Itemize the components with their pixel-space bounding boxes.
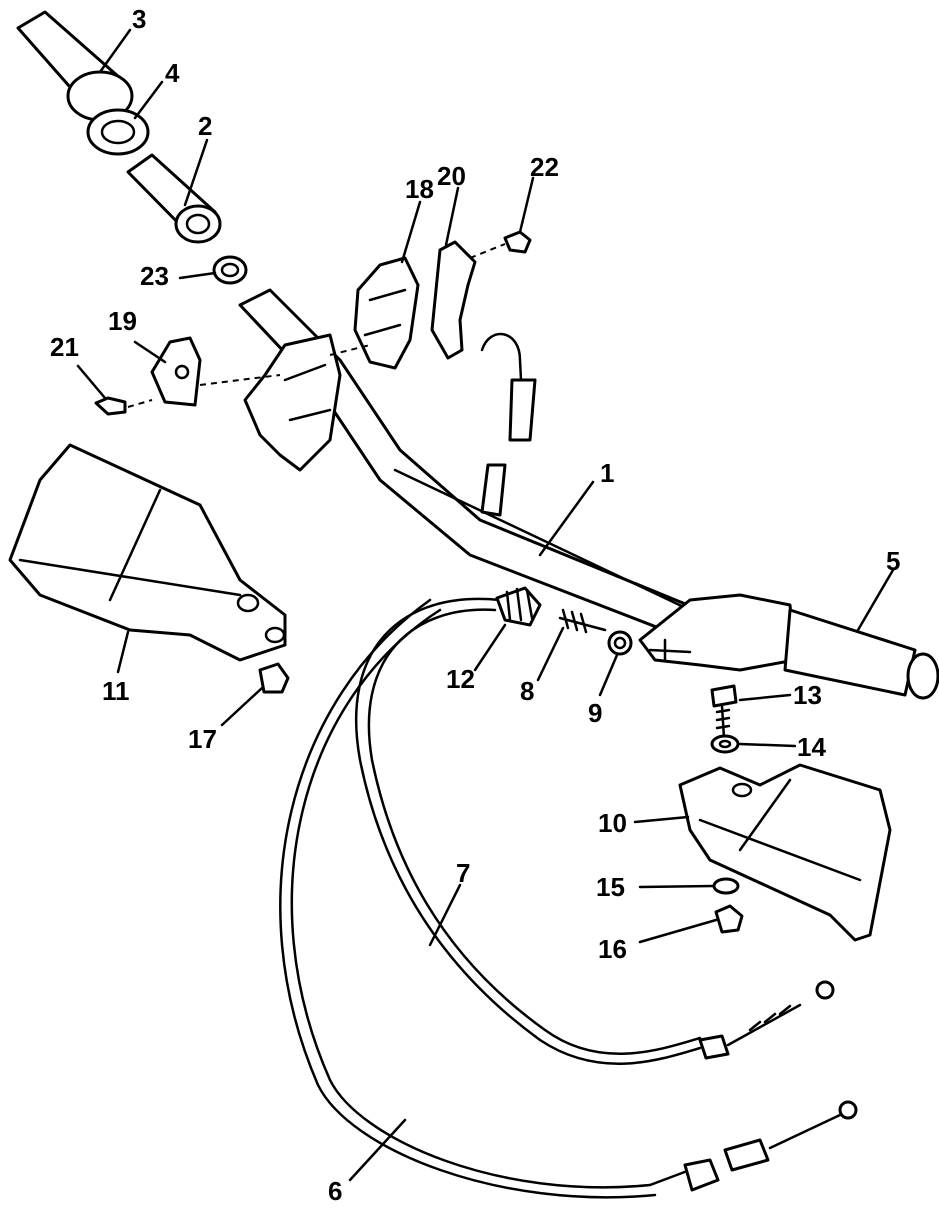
part-22-bolt bbox=[503, 230, 532, 254]
part-19-clamp bbox=[150, 336, 202, 407]
part-10-hand-guard-right bbox=[678, 763, 892, 942]
part-2-throttle-grip bbox=[126, 153, 222, 244]
left-lever-housing bbox=[243, 333, 342, 472]
callout-17: 17 bbox=[188, 724, 217, 754]
callout-14: 14 bbox=[797, 732, 826, 762]
callout-16: 16 bbox=[598, 934, 627, 964]
part-12-adjuster bbox=[495, 586, 542, 627]
part-11-hand-guard-left bbox=[8, 443, 287, 662]
clutch-cable-upper bbox=[480, 332, 537, 517]
callout-22: 22 bbox=[530, 152, 559, 182]
part-3-grip-left bbox=[16, 10, 134, 122]
part-18-bracket bbox=[353, 256, 420, 370]
callout-5: 5 bbox=[886, 546, 900, 576]
part-15-washer bbox=[712, 877, 740, 895]
callout-10: 10 bbox=[598, 808, 627, 838]
callout-8: 8 bbox=[520, 676, 534, 706]
part-5-right-grip-assembly bbox=[638, 593, 939, 700]
callout-18: 18 bbox=[405, 174, 434, 204]
callout-19: 19 bbox=[108, 306, 137, 336]
callout-2: 2 bbox=[198, 111, 212, 141]
assembly-line-19 bbox=[199, 374, 281, 386]
callout-1: 1 bbox=[600, 458, 614, 488]
part-23-collar bbox=[212, 255, 248, 285]
part-6-cable bbox=[279, 598, 858, 1199]
part-4-ring bbox=[86, 108, 150, 156]
assembly-line-21 bbox=[127, 399, 153, 408]
callout-11: 11 bbox=[102, 676, 130, 706]
callout-9: 9 bbox=[588, 698, 602, 728]
callout-3: 3 bbox=[132, 4, 146, 34]
callout-13: 13 bbox=[793, 680, 822, 710]
assembly-line-22 bbox=[469, 243, 506, 259]
callout-4: 4 bbox=[165, 58, 180, 88]
part-20-lever bbox=[430, 240, 477, 360]
part-21-screw bbox=[94, 396, 127, 416]
callout-23: 23 bbox=[140, 261, 169, 291]
leader-lines bbox=[76, 28, 895, 1182]
callout-21: 21 bbox=[50, 332, 79, 362]
part-14-washer bbox=[710, 734, 740, 754]
part-8-spring bbox=[558, 608, 607, 634]
part-7-cable bbox=[354, 597, 835, 1065]
callout-15: 15 bbox=[596, 872, 625, 902]
part-16-nut bbox=[714, 904, 744, 934]
assembly-line-18 bbox=[329, 344, 371, 356]
part-13-bolt bbox=[710, 684, 738, 740]
callout-20: 20 bbox=[437, 161, 466, 191]
part-17-nut bbox=[258, 662, 290, 694]
callout-12: 12 bbox=[446, 664, 475, 694]
callout-7: 7 bbox=[456, 858, 470, 888]
callout-6: 6 bbox=[328, 1176, 342, 1206]
part-9-nut bbox=[607, 630, 633, 656]
